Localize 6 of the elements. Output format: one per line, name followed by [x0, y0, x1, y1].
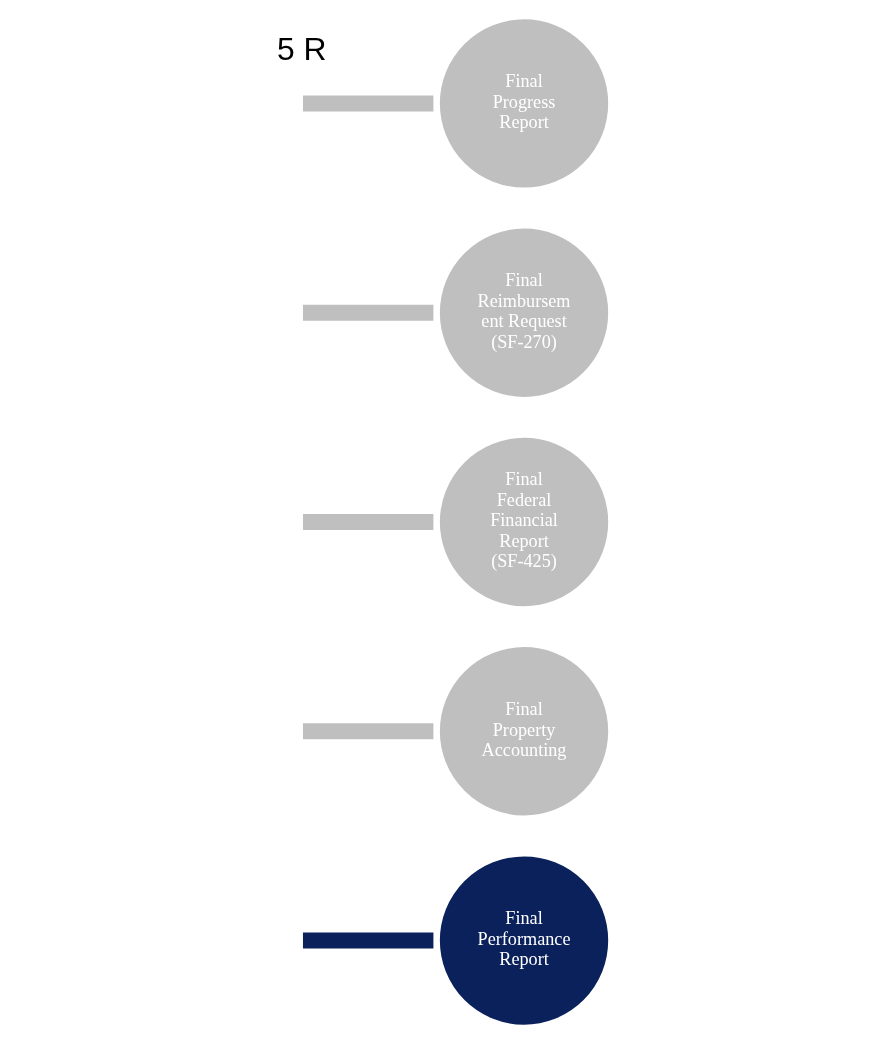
- connector: [302, 932, 433, 949]
- connector: [302, 514, 433, 530]
- connector: [302, 723, 433, 740]
- connector: [302, 95, 433, 112]
- connector: [302, 304, 433, 321]
- label: 5 R: [276, 31, 326, 68]
